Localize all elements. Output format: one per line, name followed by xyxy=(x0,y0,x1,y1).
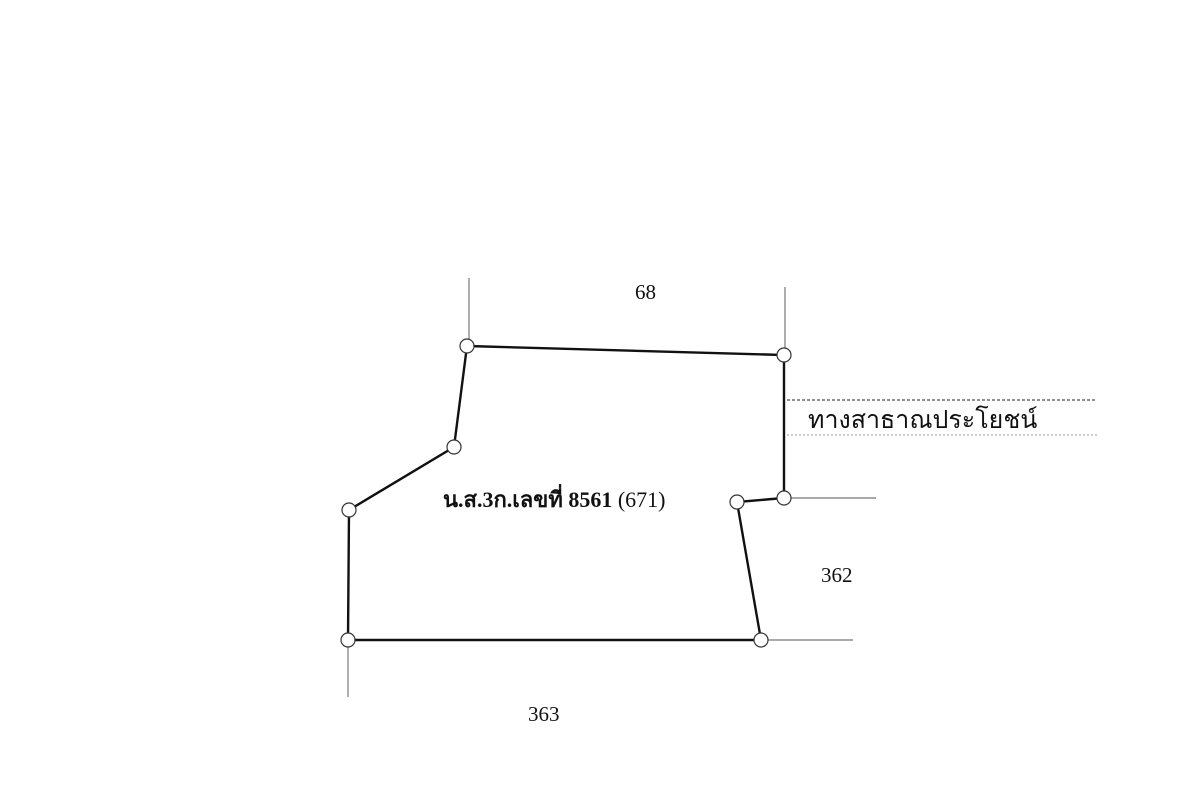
north-neighbor-label: 68 xyxy=(635,280,656,304)
south-neighbor-label: 363 xyxy=(528,702,560,726)
boundary-marker xyxy=(340,632,356,648)
boundary-marker xyxy=(446,439,462,455)
boundary-marker xyxy=(776,490,792,506)
east-neighbor-label: 362 xyxy=(821,563,853,587)
boundary-marker xyxy=(341,502,357,518)
boundary-marker xyxy=(776,347,792,363)
parcel-title: น.ส.3ก.เลขที่ 8561 (671) xyxy=(443,482,666,517)
parcel-number: น.ส.3ก.เลขที่ 8561 xyxy=(443,487,613,512)
boundary-marker xyxy=(459,338,475,354)
parcel-old-number: (671) xyxy=(617,487,666,512)
boundary-marker xyxy=(753,632,769,648)
boundary-marker xyxy=(729,494,745,510)
public-road-label: ทางสาธาณประโยชน์ xyxy=(808,405,1038,434)
boundary-markers xyxy=(340,338,792,648)
road-lines xyxy=(787,399,1097,436)
neighbor-lines xyxy=(347,278,876,697)
